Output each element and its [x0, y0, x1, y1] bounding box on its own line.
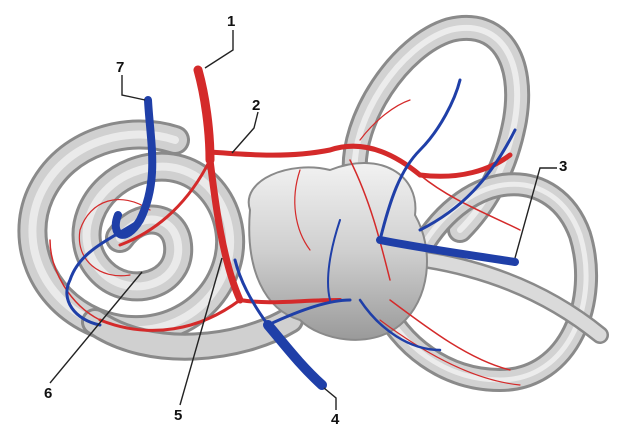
leader-1 — [205, 30, 233, 68]
callout-2: 2 — [252, 97, 260, 114]
callout-3: 3 — [559, 158, 567, 175]
leader-7 — [122, 75, 145, 100]
artery-trunk — [198, 70, 210, 160]
callout-7: 7 — [116, 59, 124, 76]
callout-6: 6 — [44, 385, 52, 402]
callout-1: 1 — [227, 13, 235, 30]
leader-2 — [232, 112, 258, 153]
callout-4: 4 — [331, 411, 340, 426]
leader-4 — [324, 388, 336, 410]
callout-5: 5 — [174, 407, 182, 424]
vein-bottom — [268, 325, 322, 385]
